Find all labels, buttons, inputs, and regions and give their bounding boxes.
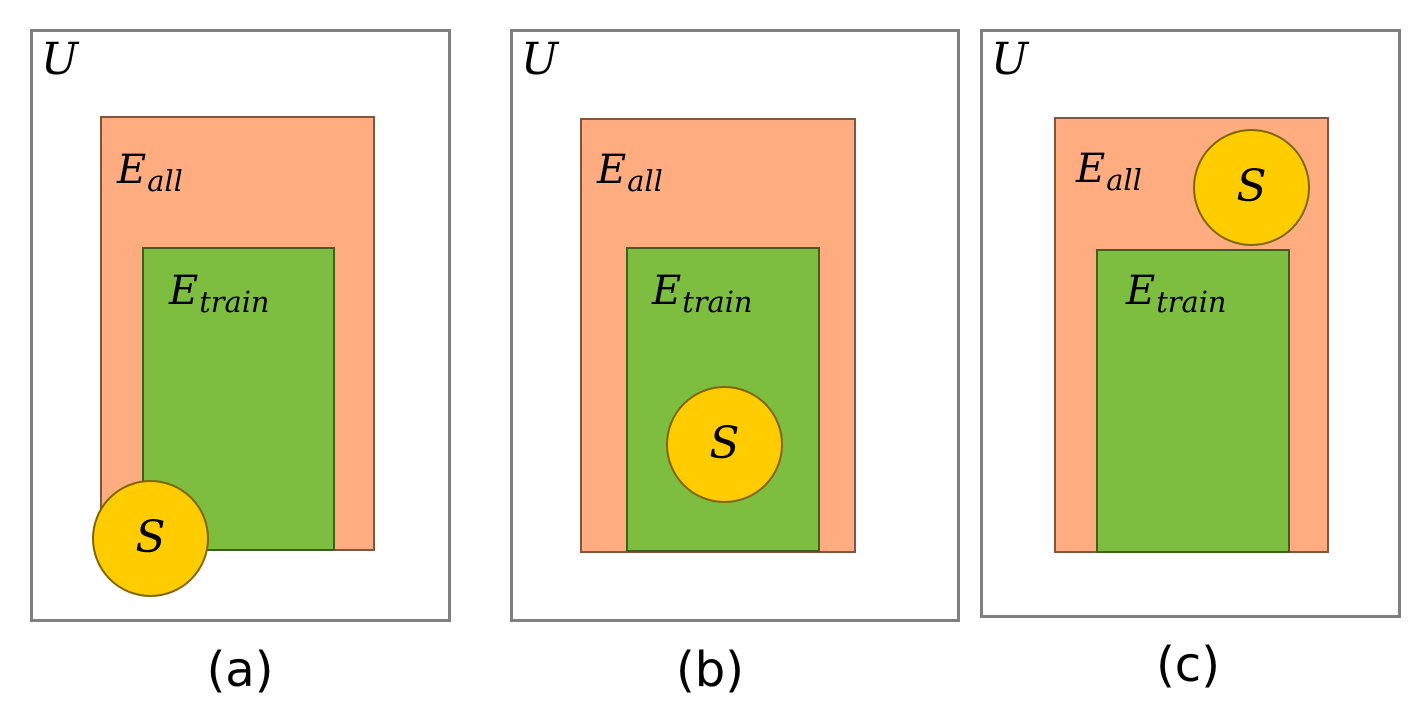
sample-set-s-a: S bbox=[92, 480, 209, 597]
e-train-set-c: Etrain bbox=[1096, 249, 1290, 553]
e-train-label-a: Etrain bbox=[169, 268, 270, 320]
caption-b: (b) bbox=[676, 642, 744, 698]
sample-set-s-b: S bbox=[666, 386, 783, 503]
e-train-label-b: Etrain bbox=[652, 268, 753, 320]
caption-c: (c) bbox=[1156, 637, 1220, 693]
e-train-label-c: Etrain bbox=[1126, 268, 1227, 320]
e-all-label-c: Eall bbox=[1076, 146, 1142, 198]
s-label-c: S bbox=[1236, 161, 1267, 212]
universe-label-b: U bbox=[521, 34, 559, 85]
s-label-a: S bbox=[135, 512, 166, 563]
universe-label-a: U bbox=[41, 34, 79, 85]
universe-label-c: U bbox=[991, 34, 1029, 85]
sample-set-s-c: S bbox=[1193, 129, 1310, 246]
s-label-b: S bbox=[709, 418, 740, 469]
caption-a: (a) bbox=[206, 642, 274, 698]
e-all-label-a: Eall bbox=[117, 147, 183, 199]
e-all-label-b: Eall bbox=[597, 147, 663, 199]
e-train-set-a: Etrain bbox=[142, 247, 335, 551]
